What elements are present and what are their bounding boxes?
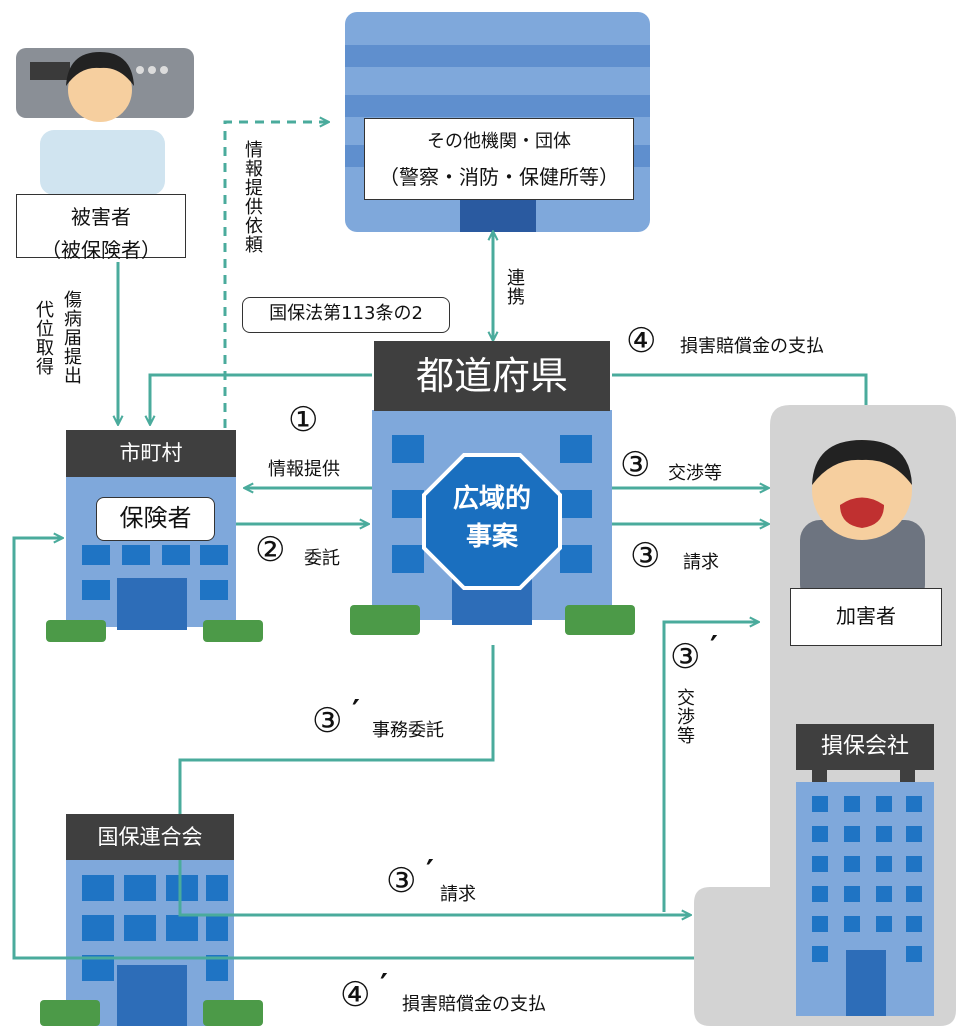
step3p-vertical-label: 交渉等 — [674, 688, 695, 745]
arrow-info-request — [223, 122, 328, 428]
federation-sign: 国保連合会 — [66, 814, 234, 860]
step4p-label: 損害賠償金の支払 — [402, 994, 546, 1015]
prefecture-sign: 都道府県 — [374, 341, 610, 411]
municipality-sign-text: 市町村 — [119, 441, 183, 465]
line-pref-to-payment — [612, 373, 868, 405]
wide-area-badge — [422, 453, 562, 590]
badge-line2: 事案 — [465, 522, 518, 552]
victim-line1: 被害者 — [71, 205, 131, 229]
other-org-box: その他機関・団体 （警察・消防・保健所等） — [364, 118, 634, 200]
step4p-mark: ′ — [380, 968, 388, 1003]
step2-num: ② — [255, 530, 286, 570]
victim-illustration — [16, 48, 194, 195]
step1-label: 情報提供 — [268, 459, 340, 480]
info-request-label: 情報提供依頼 — [242, 140, 263, 254]
subrogation-col2: 代位取得 — [33, 300, 54, 376]
step3p-delegate-num: ③ — [312, 701, 343, 741]
insurer-box: 保険者 — [96, 497, 215, 541]
step3b-num: ③ — [630, 536, 661, 576]
renkei-label: 連携 — [504, 268, 525, 306]
step1-num: ① — [288, 400, 319, 440]
step3p-vertical-num: ③ — [670, 637, 701, 677]
arrow-pref-to-municipality — [150, 373, 372, 424]
step4-label: 損害賠償金の支払 — [680, 336, 824, 357]
arrow-step3p-negotiate — [662, 622, 758, 912]
perpetrator-box: 加害者 — [790, 588, 942, 646]
federation-sign-text: 国保連合会 — [97, 825, 203, 849]
step3p-delegate-mark: ′ — [352, 694, 360, 729]
step4p-num: ④ — [340, 975, 371, 1015]
insurance-building — [796, 770, 934, 1016]
step3a-label: 交渉等 — [668, 463, 722, 484]
subrogation-col1: 傷病届提出 — [61, 290, 82, 385]
federation-building — [40, 860, 263, 1026]
law-callout-text: 国保法第113条の2 — [269, 303, 423, 324]
other-org-line1: その他機関・団体 — [427, 131, 571, 152]
other-org-line2: （警察・消防・保健所等） — [379, 165, 619, 189]
municipality-sign: 市町村 — [66, 430, 236, 477]
victim-box: 被害者 （被保険者） — [16, 194, 186, 262]
step3p-claim-mark: ′ — [426, 854, 434, 889]
prefecture-sign-text: 都道府県 — [415, 354, 568, 398]
step3p-claim-label: 請求 — [440, 884, 476, 905]
step3b-label: 請求 — [683, 552, 719, 573]
insurer-text: 保険者 — [119, 504, 192, 532]
badge-line1: 広域的 — [452, 484, 531, 514]
law-callout: 国保法第113条の2 — [242, 297, 450, 333]
victim-line2: （被保険者） — [41, 238, 161, 262]
insurance-sign-text: 損保会社 — [820, 734, 909, 759]
step3p-vertical-mark: ′ — [710, 630, 718, 665]
step3a-num: ③ — [620, 445, 651, 485]
arrow-step3p-claim — [178, 645, 690, 915]
perpetrator-text: 加害者 — [836, 604, 896, 628]
insurance-sign: 損保会社 — [796, 724, 934, 770]
step3p-delegate-label: 事務委託 — [372, 720, 444, 741]
perpetrator-illustration — [800, 440, 925, 605]
step4-num: ④ — [626, 321, 657, 361]
arrow-step4p — [12, 538, 694, 960]
step2-label: 委託 — [304, 548, 340, 569]
step3p-claim-num: ③ — [386, 861, 417, 901]
